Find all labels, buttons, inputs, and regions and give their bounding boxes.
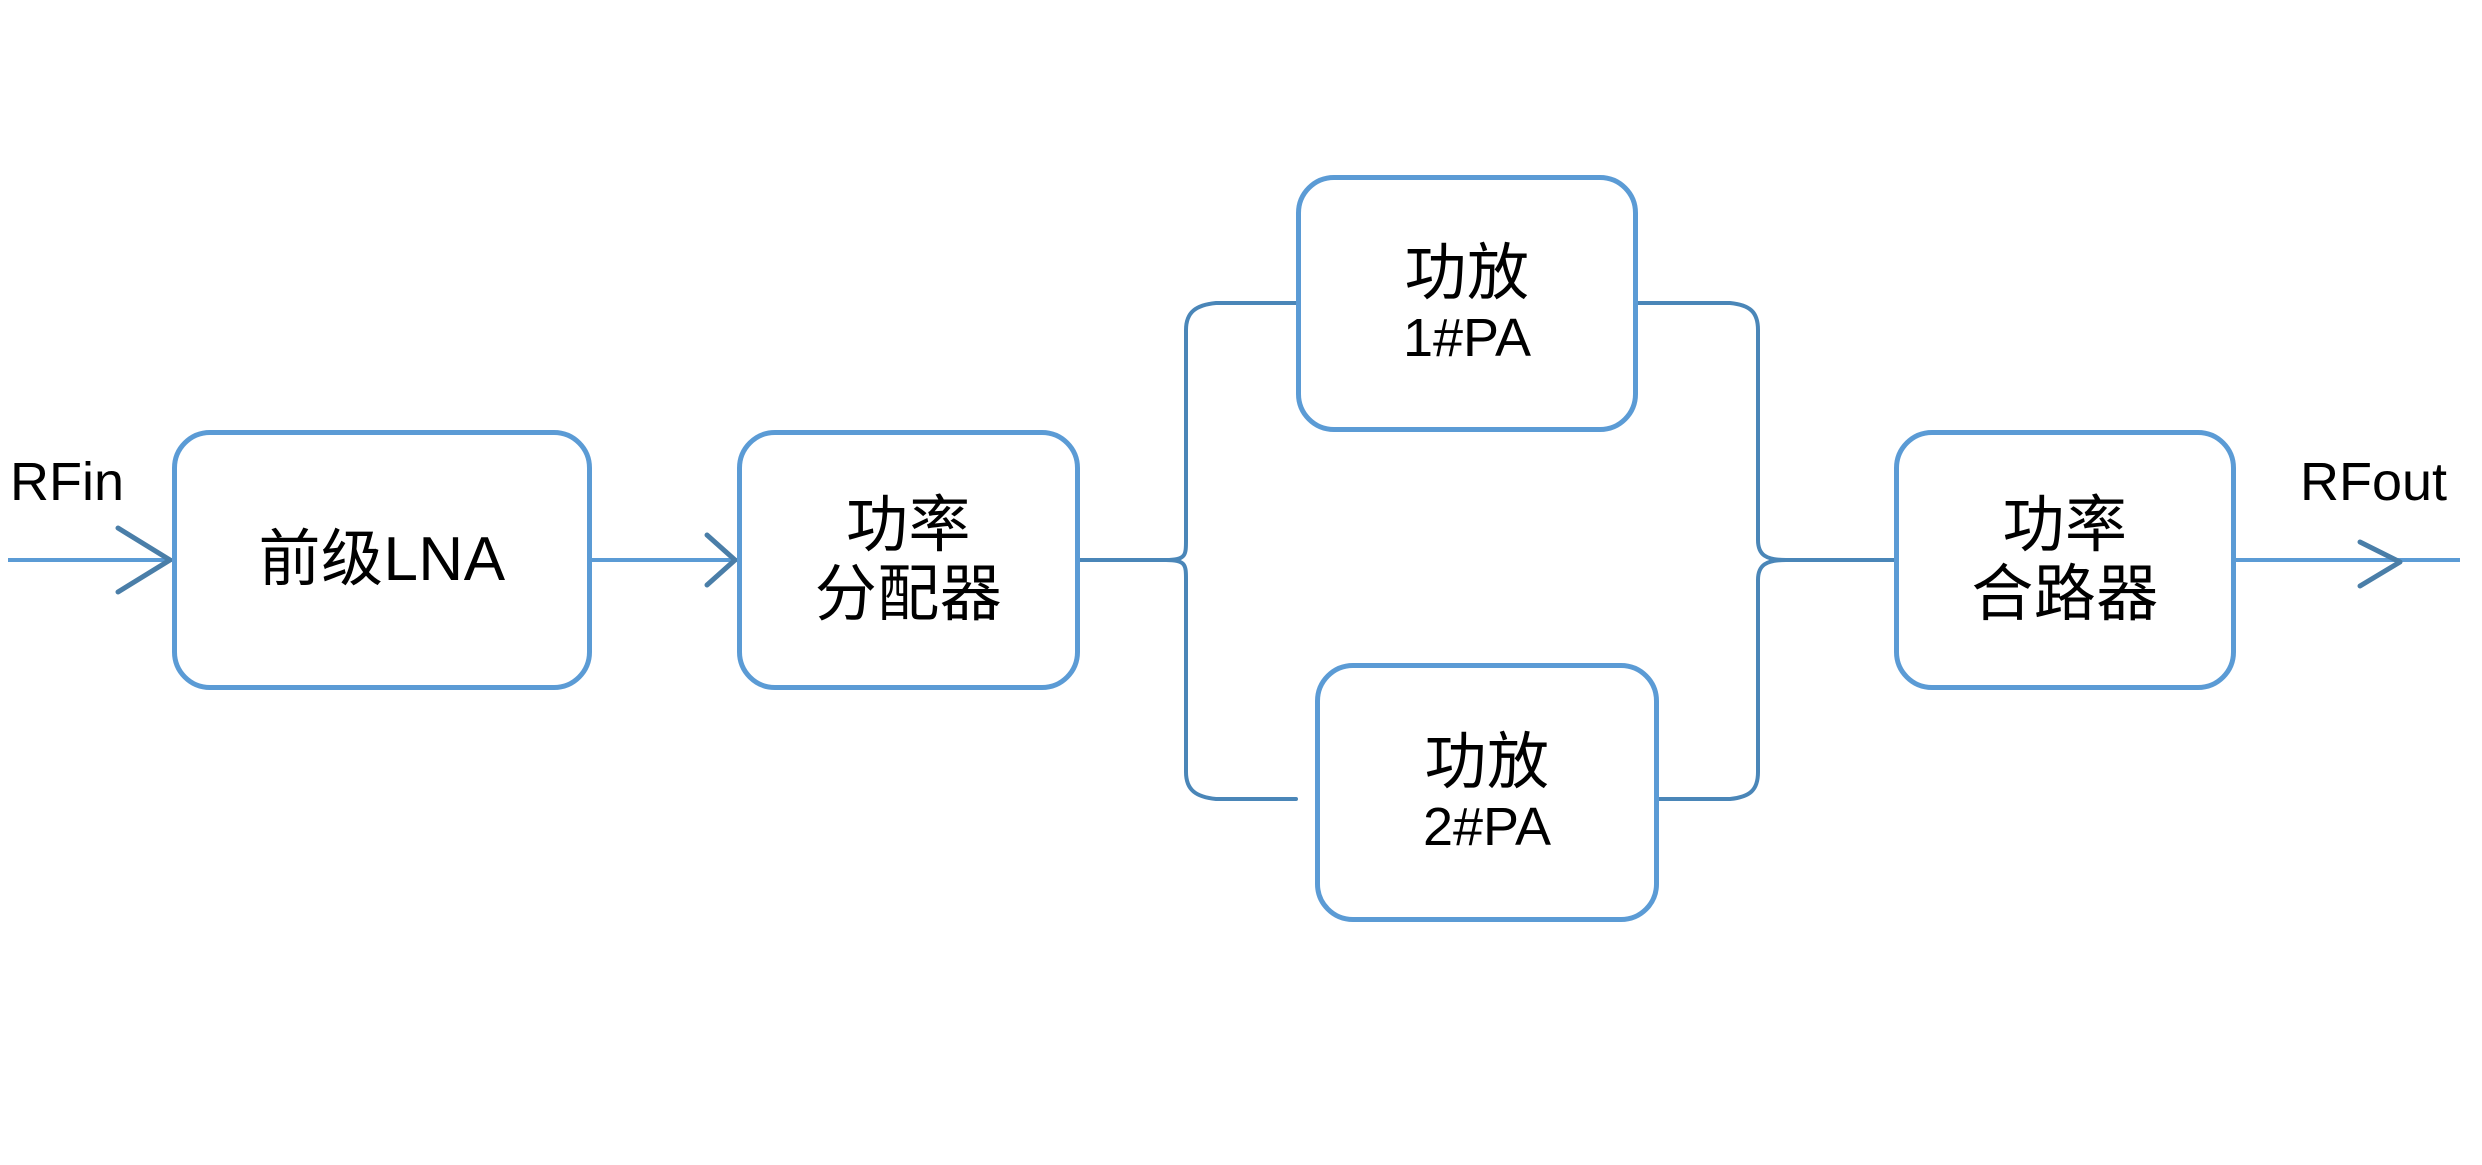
node-pa2[interactable]: 功放 2#PA bbox=[1315, 663, 1659, 922]
node-pa2-label-line2: 2#PA bbox=[1422, 796, 1552, 857]
node-divider-label-line2: 分配器 bbox=[814, 560, 1003, 629]
node-lna[interactable]: 前级LNA bbox=[172, 430, 592, 690]
connector-divider-split bbox=[1078, 301, 1298, 801]
node-pa2-label-line1: 功放 bbox=[1424, 727, 1550, 797]
node-combiner-label-line1: 功率 bbox=[2002, 490, 2128, 560]
node-combiner-label-line2: 合路器 bbox=[1971, 560, 2159, 629]
port-label-rfout: RFout bbox=[2300, 452, 2448, 512]
node-pa1[interactable]: 功放 1#PA bbox=[1296, 175, 1638, 432]
node-power-divider[interactable]: 功率 分配器 bbox=[737, 430, 1080, 690]
node-pa1-label-line1: 功放 bbox=[1404, 238, 1530, 308]
port-label-rfin: RFin bbox=[10, 452, 125, 512]
connector-combiner-merge bbox=[1636, 301, 1896, 801]
node-lna-label-line1: 前级LNA bbox=[258, 525, 506, 595]
connector-rfin-to-lna bbox=[8, 525, 173, 595]
connector-lna-to-divider bbox=[592, 532, 738, 588]
connector-combiner-to-rfout bbox=[2236, 539, 2460, 589]
node-pa1-label-line2: 1#PA bbox=[1402, 307, 1532, 368]
node-divider-label-line1: 功率 bbox=[845, 490, 971, 560]
node-power-combiner[interactable]: 功率 合路器 bbox=[1894, 430, 2236, 690]
